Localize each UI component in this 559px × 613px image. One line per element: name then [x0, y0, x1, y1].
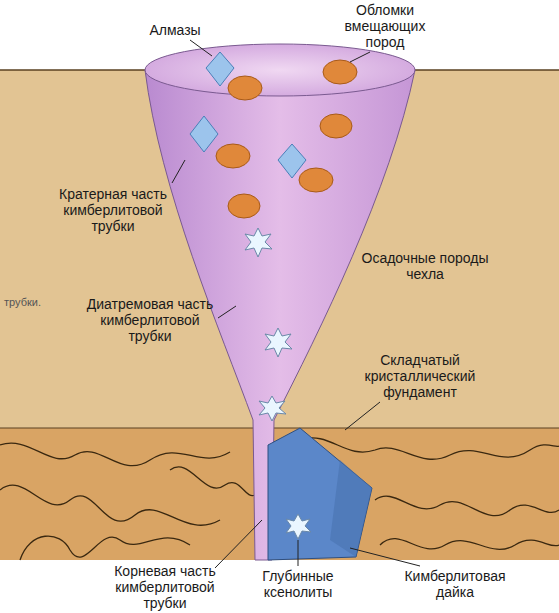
- diamonds: [190, 52, 306, 178]
- label-crater: Кратерная часть кимберлитовой трубки: [48, 186, 178, 234]
- label-basement: Складчатый кристаллический фундамент: [350, 352, 490, 400]
- label-dyke: Кимберлитовая дайка: [395, 568, 515, 600]
- label-diamonds: Алмазы: [140, 22, 210, 38]
- label-diatreme: Диатремовая часть кимберлитовой трубки: [80, 296, 220, 344]
- kimberlite-dyke: [268, 428, 372, 560]
- label-stray: трубки.: [4, 294, 54, 310]
- xenoliths: [245, 228, 311, 539]
- label-sediments: Осадочные породы чехла: [360, 250, 490, 282]
- label-fragments: Обломки вмещающих пород: [335, 2, 435, 50]
- label-xenoliths: Глубинные ксенолиты: [250, 568, 346, 600]
- crater-top: [145, 44, 415, 96]
- rock-fragments: [216, 60, 357, 218]
- label-root: Корневая часть кимберлитовой трубки: [105, 563, 225, 611]
- basement-layer: [0, 428, 559, 560]
